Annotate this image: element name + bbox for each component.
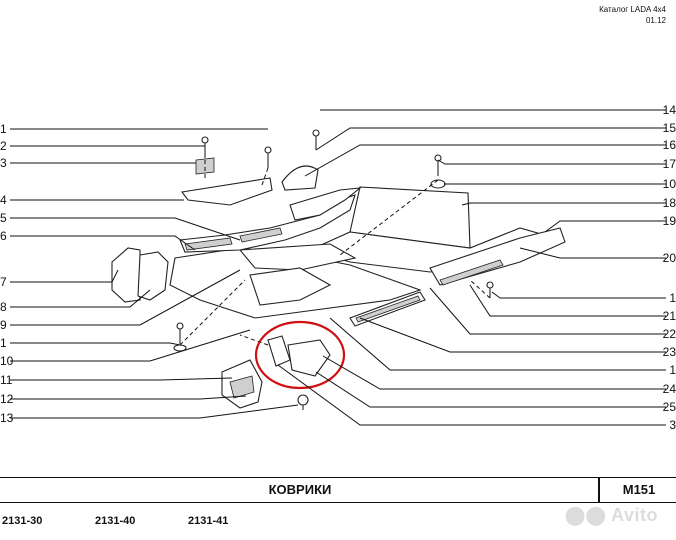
floor-mat-drawing bbox=[111, 129, 566, 410]
callout-label: 4 bbox=[0, 193, 7, 207]
callout-label: 1 bbox=[0, 122, 7, 136]
callout-label: 3 bbox=[0, 156, 7, 170]
callout-label: 6 bbox=[0, 229, 7, 243]
callout-label: 25 bbox=[663, 400, 676, 414]
callout-label: 14 bbox=[663, 103, 676, 117]
model-code: 2131-40 bbox=[95, 515, 136, 527]
callout-label: 9 bbox=[0, 318, 7, 332]
highlight-circle bbox=[254, 320, 346, 390]
callout-label: 10 bbox=[663, 177, 676, 191]
callout-label: 24 bbox=[663, 382, 676, 396]
callout-label: 2 bbox=[0, 139, 7, 153]
callout-label: 18 bbox=[663, 196, 676, 210]
callout-label: 22 bbox=[663, 327, 676, 341]
model-code: 2131-41 bbox=[188, 515, 229, 527]
callouts-left: 1 2 3 4 5 6 7 8 9 1 10 11 12 13 bbox=[0, 122, 14, 425]
callout-label: 7 bbox=[0, 275, 7, 289]
model-code: 2131-30 bbox=[2, 515, 43, 527]
callout-label: 16 bbox=[663, 138, 676, 152]
leader-lines bbox=[10, 109, 666, 426]
parts-diagram: 1 2 3 4 5 6 7 8 9 1 10 11 12 13 14 15 16… bbox=[0, 103, 676, 432]
callout-label: 1 bbox=[0, 336, 7, 350]
callout-label: 5 bbox=[0, 211, 7, 225]
callout-label: 1 bbox=[669, 363, 676, 377]
watermark: ⬤⬤ Avito bbox=[565, 505, 658, 525]
section-title: КОВРИКИ bbox=[268, 482, 332, 497]
callout-label: 21 bbox=[663, 309, 676, 323]
callout-label: 17 bbox=[663, 157, 676, 171]
callout-label: 15 bbox=[663, 121, 676, 135]
catalog-name: Каталог LADA 4x4 bbox=[599, 5, 666, 14]
callout-label: 20 bbox=[663, 251, 676, 265]
callouts-right: 14 15 16 17 10 18 19 20 1 21 22 23 1 24 … bbox=[663, 103, 676, 432]
callout-label: 1 bbox=[669, 291, 676, 305]
callout-label: 11 bbox=[0, 373, 13, 387]
callout-label: 10 bbox=[0, 354, 14, 368]
section-code: M151 bbox=[622, 482, 656, 497]
catalog-header: Каталог LADA 4x4 01.12 bbox=[599, 4, 666, 26]
callout-label: 23 bbox=[663, 345, 676, 359]
watermark-text: Avito bbox=[611, 505, 658, 525]
catalog-date: 01.12 bbox=[645, 16, 666, 25]
title-divider bbox=[598, 478, 600, 502]
callout-label: 3 bbox=[669, 418, 676, 432]
callout-label: 12 bbox=[0, 392, 14, 406]
callout-label: 8 bbox=[0, 300, 7, 314]
title-bar: КОВРИКИ M151 bbox=[0, 477, 676, 503]
callout-label: 13 bbox=[0, 411, 14, 425]
callout-label: 19 bbox=[663, 214, 676, 228]
